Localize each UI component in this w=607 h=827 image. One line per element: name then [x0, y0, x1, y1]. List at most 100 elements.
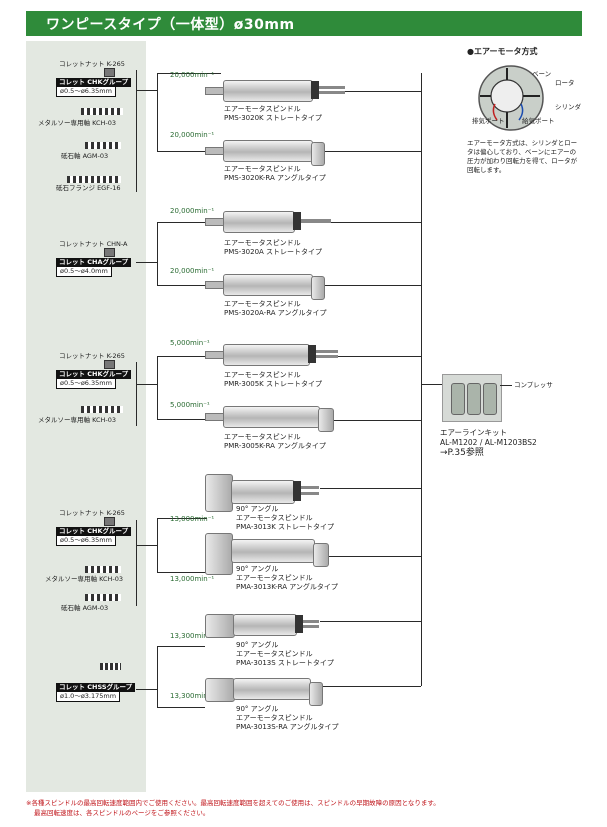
collet-nut-label: コレットナット K-265	[59, 60, 125, 68]
trunk-line	[421, 73, 422, 686]
footnote: ※各種スピンドルの最高回転速度範囲内でご使用ください。最高回転速度範囲を超えての…	[26, 798, 440, 818]
branch-line	[136, 90, 158, 91]
product-model: PMR-3005K-RA アングルタイプ	[224, 442, 326, 450]
branch-line	[157, 518, 158, 572]
collet-range: ø1.0～ø3.175mm	[56, 692, 121, 702]
accessory-label: 砥石軸 AGM-03	[61, 604, 109, 612]
spindle-angle[interactable]	[205, 274, 325, 300]
product-angle: 90° アングル	[236, 565, 279, 573]
branch-line	[157, 707, 205, 708]
branch-line	[157, 646, 205, 647]
kit-model: AL-M1202 / AL-M1203BS2	[440, 438, 537, 447]
collet-nut-icon	[104, 360, 115, 369]
collet-group-badge: コレット CHKグループ	[56, 370, 132, 379]
branch-line	[340, 91, 421, 92]
product-model: PMA-3013S ストレートタイプ	[236, 659, 334, 667]
collet-group-badge: コレット CHAグループ	[56, 258, 132, 267]
speed-label: 13,300min⁻¹	[170, 632, 215, 640]
spindle-90-angle-angle[interactable]	[205, 533, 330, 577]
kit-labels: エアーラインキット AL-M1202 / AL-M1203BS2 →P.35参照	[440, 428, 537, 458]
metal-saw-arbor-icon	[85, 566, 121, 573]
spindle-90-angle-straight[interactable]	[205, 474, 320, 514]
speed-label: 20,000min⁻¹	[170, 131, 215, 139]
product-name: エアーモータスピンドル	[236, 574, 313, 582]
product-name: エアーモータスピンドル	[224, 165, 301, 173]
product-model: PMA-3013K-RA アングルタイプ	[236, 583, 338, 591]
branch-line	[320, 488, 421, 489]
motor-label-supply: 給気ポート	[522, 117, 555, 125]
product-model: PMS-3020A ストレートタイプ	[224, 248, 323, 256]
kit-name: エアーラインキット	[440, 428, 508, 437]
branch-line	[330, 420, 421, 421]
branch-line	[136, 689, 158, 690]
product-angle: 90° アングル	[236, 505, 279, 513]
motor-label-cylinder: シリンダ	[555, 103, 581, 111]
motor-label-vane: ベーン	[532, 70, 552, 78]
speed-label: 5,000min⁻¹	[170, 401, 210, 409]
product-model: PMS-3020A-RA アングルタイプ	[224, 309, 327, 317]
product-name: エアーモータスピンドル	[224, 433, 301, 441]
product-name: エアーモータスピンドル	[224, 300, 301, 308]
kit-connector	[421, 384, 443, 385]
collet-group-badge: コレット CHKグループ	[56, 527, 132, 536]
collet-range: ø0.5～ø4.0mm	[56, 267, 112, 277]
branch-line	[157, 73, 221, 74]
product-name: エアーモータスピンドル	[224, 239, 301, 247]
branch-line	[320, 621, 421, 622]
branch-line	[136, 520, 137, 606]
air-motor-diagram	[478, 65, 544, 131]
product-name: エアーモータスピンドル	[236, 650, 313, 658]
branch-line	[320, 686, 421, 687]
product-model: PMA-3013K ストレートタイプ	[236, 523, 335, 531]
branch-line	[322, 285, 421, 286]
accessory-label: メタルソー専用軸 KCH-03	[38, 416, 117, 424]
motor-description: エアーモータ方式は、シリンダとロータは偏心しており、ベーンにエアーの圧力が加わり…	[467, 139, 578, 174]
grinding-arbor-icon	[85, 594, 121, 601]
branch-line	[157, 222, 158, 285]
product-model: PMS-3020K-RA アングルタイプ	[224, 174, 326, 182]
spindle-straight[interactable]	[205, 211, 335, 233]
product-model: PMA-3013S-RA アングルタイプ	[236, 723, 339, 731]
collet-range: ø0.5～ø6.35mm	[56, 536, 116, 546]
branch-line	[157, 356, 158, 419]
branch-line	[157, 356, 221, 357]
branch-line	[136, 70, 137, 192]
speed-label: 13,000min⁻¹	[170, 515, 215, 523]
branch-line	[136, 262, 158, 263]
spindle-angle[interactable]	[205, 406, 335, 432]
branch-line	[322, 151, 421, 152]
branch-line	[157, 222, 221, 223]
footnote-line2: 最高回転速度は、各スピンドルのページをご参照ください。	[34, 809, 210, 817]
spindle-angle[interactable]	[205, 140, 325, 166]
speed-label: 20,000min⁻¹	[170, 207, 215, 215]
accessory-label: メタルソー専用軸 KCH-03	[45, 575, 124, 583]
speed-label: 13,000min⁻¹	[170, 575, 215, 583]
spindle-90-angle-angle[interactable]	[205, 676, 323, 708]
collet-group-badge: コレット CHKグループ	[56, 78, 132, 87]
collet-group-badge: コレット CHSSグループ	[56, 683, 136, 692]
motor-section-title: ●エアーモータ方式	[467, 47, 538, 56]
branch-line	[157, 151, 221, 152]
section-header: ワンピースタイプ（一体型）ø30mm	[26, 11, 582, 36]
collet-column	[26, 41, 146, 792]
chss-collet-icon	[100, 663, 121, 670]
product-angle: 90° アングル	[236, 641, 279, 649]
collet-range: ø0.5～ø6.35mm	[56, 379, 116, 389]
collet-nut-icon	[104, 68, 115, 77]
air-line-kit-image	[442, 374, 502, 422]
kit-ref: →P.35参照	[440, 448, 484, 458]
spindle-straight[interactable]	[205, 80, 345, 102]
speed-label: 5,000min⁻¹	[170, 339, 210, 347]
spindle-90-angle-straight[interactable]	[205, 612, 320, 640]
collet-nut-icon	[104, 248, 115, 257]
product-name: エアーモータスピンドル	[236, 714, 313, 722]
accessory-label: メタルソー専用軸 KCH-03	[38, 119, 117, 127]
spindle-straight[interactable]	[205, 344, 338, 366]
branch-line	[330, 222, 421, 223]
compressor-label: コンプレッサ	[514, 381, 553, 389]
motor-label-exhaust: 排気ポート	[472, 117, 505, 125]
branch-line	[157, 73, 158, 151]
product-name: エアーモータスピンドル	[224, 371, 301, 379]
product-name: エアーモータスピンドル	[236, 514, 313, 522]
metal-saw-arbor-icon	[81, 406, 123, 413]
